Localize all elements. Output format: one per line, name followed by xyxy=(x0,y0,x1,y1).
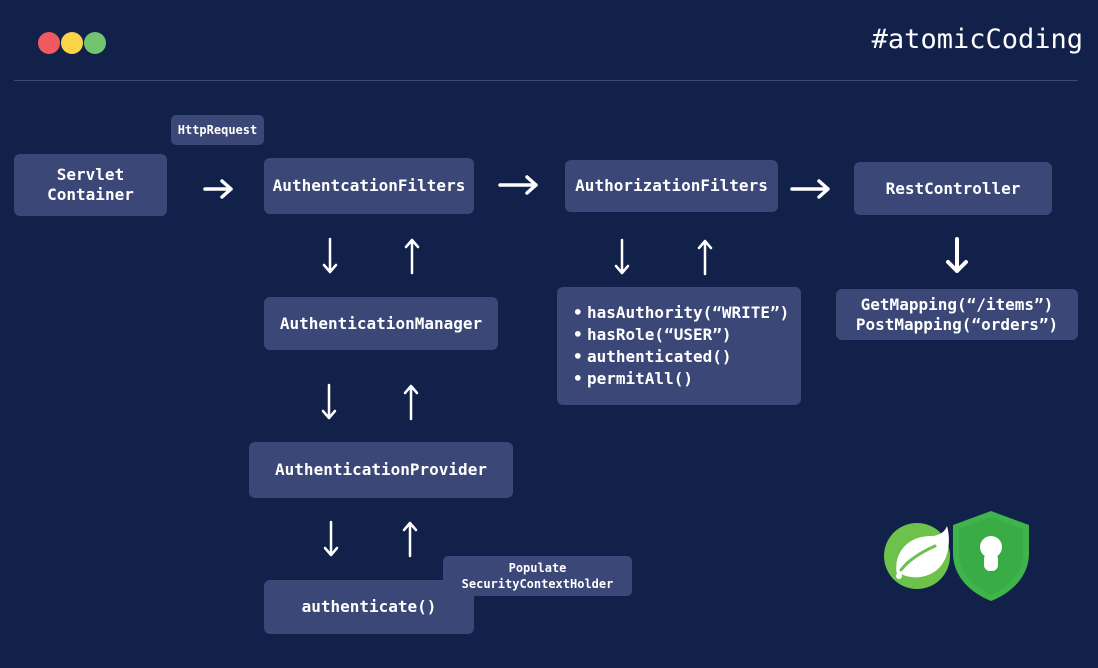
post-mapping-line: PostMapping(“orders”) xyxy=(855,314,1059,334)
get-mapping-line: GetMapping(“/items”) xyxy=(860,294,1054,314)
arrow-right-icon xyxy=(790,179,830,199)
servlet-container-line-1: Servlet xyxy=(56,165,125,184)
hashtag: #atomicCoding xyxy=(871,24,1083,55)
authorization-filters-label: AuthorizationFilters xyxy=(575,176,768,195)
populate-line-1: Populate xyxy=(508,561,567,575)
spring-leaf-icon xyxy=(884,523,950,589)
authentication-manager-label: AuthenticationManager xyxy=(279,313,483,333)
http-request-label: HttpRequest xyxy=(171,115,264,145)
authentication-filters-box: AuthentcationFilters xyxy=(264,158,474,214)
authorization-rules-list: •hasAuthority(“WRITE”) •hasRole(“USER”) … xyxy=(573,302,789,390)
authorization-rule: •permitAll() xyxy=(573,368,789,390)
arrow-down-icon xyxy=(946,237,968,273)
arrow-down-icon xyxy=(322,237,338,274)
http-request-text: HttpRequest xyxy=(177,123,258,137)
list-bullet: • xyxy=(573,369,583,388)
arrow-right-icon xyxy=(203,179,233,199)
authorization-filters-box: AuthorizationFilters xyxy=(565,160,778,212)
servlet-container-box: Servlet Container xyxy=(14,154,167,216)
authorization-rule: •hasAuthority(“WRITE”) xyxy=(573,302,789,324)
authorization-rule-text: authenticated() xyxy=(587,347,732,366)
populate-line-2: SecurityContextHolder xyxy=(461,577,614,591)
authenticate-label: authenticate() xyxy=(301,597,437,616)
minimize-dot-icon xyxy=(61,32,83,54)
authenticate-box: authenticate() xyxy=(264,580,474,634)
populate-context-label: Populate SecurityContextHolder xyxy=(443,556,632,596)
arrow-up-icon xyxy=(697,239,713,276)
servlet-container-line-2: Container xyxy=(47,185,134,204)
authentication-provider-label: AuthenticationProvider xyxy=(275,460,487,479)
list-bullet: • xyxy=(573,303,583,322)
authentication-provider-box: AuthenticationProvider xyxy=(249,442,513,498)
rest-controller-box: RestController xyxy=(854,162,1052,215)
arrow-down-icon xyxy=(614,238,630,275)
authentication-manager-box: AuthenticationManager xyxy=(264,297,498,350)
authentication-filters-label: AuthentcationFilters xyxy=(272,176,466,195)
maximize-dot-icon xyxy=(84,32,106,54)
security-shield-icon xyxy=(953,511,1029,601)
arrow-up-icon xyxy=(402,521,418,558)
header-divider xyxy=(14,80,1078,81)
rest-controller-label: RestController xyxy=(885,178,1021,198)
list-bullet: • xyxy=(573,325,583,344)
list-bullet: • xyxy=(573,347,583,366)
mappings-box: GetMapping(“/items”) PostMapping(“orders… xyxy=(836,289,1078,340)
authorization-rule: •authenticated() xyxy=(573,346,789,368)
close-dot-icon xyxy=(38,32,60,54)
arrow-down-icon xyxy=(321,383,337,420)
window-controls xyxy=(38,32,107,54)
arrow-up-icon xyxy=(403,384,419,421)
arrow-up-icon xyxy=(404,238,420,275)
authorization-rules-box: •hasAuthority(“WRITE”) •hasRole(“USER”) … xyxy=(557,287,801,405)
arrow-right-icon xyxy=(498,175,538,195)
authorization-rule-text: hasAuthority(“WRITE”) xyxy=(587,303,790,322)
authorization-rule: •hasRole(“USER”) xyxy=(573,324,789,346)
authorization-rule-text: hasRole(“USER”) xyxy=(587,325,732,344)
arrow-down-icon xyxy=(323,520,339,557)
authorization-rule-text: permitAll() xyxy=(587,369,693,388)
